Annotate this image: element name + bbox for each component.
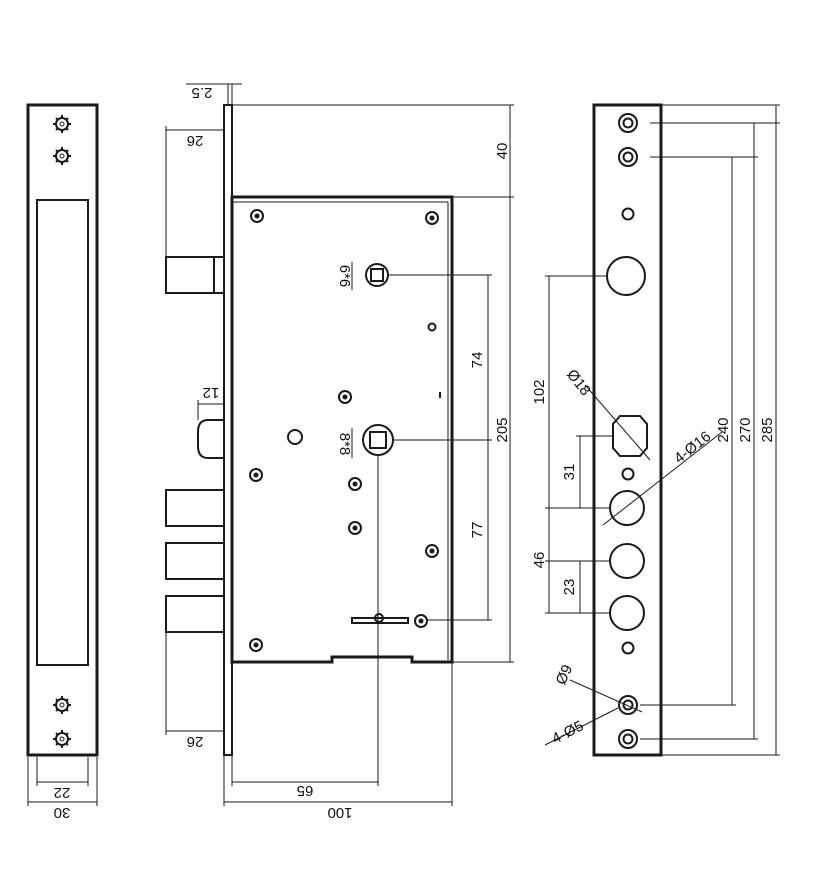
dim-74: 74 [469, 352, 486, 369]
lock-side-view: 2.5 [165, 83, 514, 821]
faceplate-outline [592, 103, 663, 757]
star-screw-icon [53, 730, 71, 748]
dim-dia-18: Ø18 [563, 366, 594, 399]
case-screw-icon [249, 638, 263, 652]
dim-102: 102 [531, 379, 548, 404]
front-plate-left: 22 30 [26, 103, 99, 821]
small-hole [287, 429, 303, 445]
dim-270: 270 [737, 417, 754, 442]
dim-40: 40 [494, 143, 511, 160]
dim-26-top: 26 [187, 132, 204, 149]
star-screw-icon [53, 696, 71, 714]
small-hole [621, 207, 635, 221]
case-screw-icon [250, 209, 264, 223]
case-screw-icon [425, 544, 439, 558]
dim-205: 205 [494, 417, 511, 442]
dim-dia-9: Ø9 [553, 662, 577, 687]
dead-bolt [165, 595, 225, 633]
dim-285: 285 [759, 417, 776, 442]
screw-hole-icon [618, 113, 638, 133]
spindle-square [362, 424, 394, 456]
dim-100: 100 [327, 804, 352, 821]
dim-46: 46 [531, 552, 548, 569]
dim-65: 65 [297, 782, 314, 799]
latch-bolt [197, 419, 224, 459]
faceplate-outline [26, 103, 99, 757]
bolt-hole [609, 543, 645, 579]
dim-23: 23 [561, 579, 578, 596]
dim-30: 30 [54, 804, 71, 821]
screw-hole-icon [618, 695, 638, 715]
bolt-collar [213, 256, 225, 294]
star-screw-icon [53, 147, 71, 165]
screw-hole-icon [618, 729, 638, 749]
case-screw-icon [425, 211, 439, 225]
dim-77: 77 [469, 522, 486, 539]
top-bolt [165, 256, 225, 294]
dim-26-bottom: 26 [187, 733, 204, 750]
follower-hole [606, 256, 646, 296]
dim-12: 12 [203, 384, 220, 401]
case-screw-icon [348, 521, 362, 535]
dead-bolt [165, 542, 225, 580]
dead-bolt [165, 489, 225, 527]
dim-31: 31 [561, 464, 578, 481]
case-screw-icon [338, 390, 352, 404]
case-screw-icon [249, 468, 263, 482]
dim-4-dia-16: 4-Ø16 [671, 428, 714, 467]
case-screw-icon [348, 477, 362, 491]
cylinder-hole [612, 415, 648, 457]
bolt-hole [609, 595, 645, 631]
dim-22: 22 [54, 784, 71, 801]
faceplate-slot [36, 199, 89, 666]
cylinder-keyhole [351, 613, 409, 624]
dim-8x8: 8*8 [336, 433, 353, 456]
follower-square [365, 263, 389, 287]
dim-240: 240 [715, 417, 732, 442]
star-screw-icon [53, 115, 71, 133]
lock-case [230, 195, 454, 664]
dim-2-5: 2.5 [192, 84, 213, 101]
dim-6x6: 6*6 [336, 265, 353, 288]
screw-hole-icon [618, 147, 638, 167]
small-hole [427, 322, 437, 332]
dim-4-dia-5: 4-Ø5 [549, 717, 586, 747]
front-plate-right: 240 270 285 102 31 46 23 Ø18 4-Ø16 Ø9 [531, 103, 780, 757]
small-hole [621, 467, 635, 481]
small-hole [621, 641, 635, 655]
bolt-hole [609, 490, 645, 526]
case-screw-icon [414, 614, 428, 628]
